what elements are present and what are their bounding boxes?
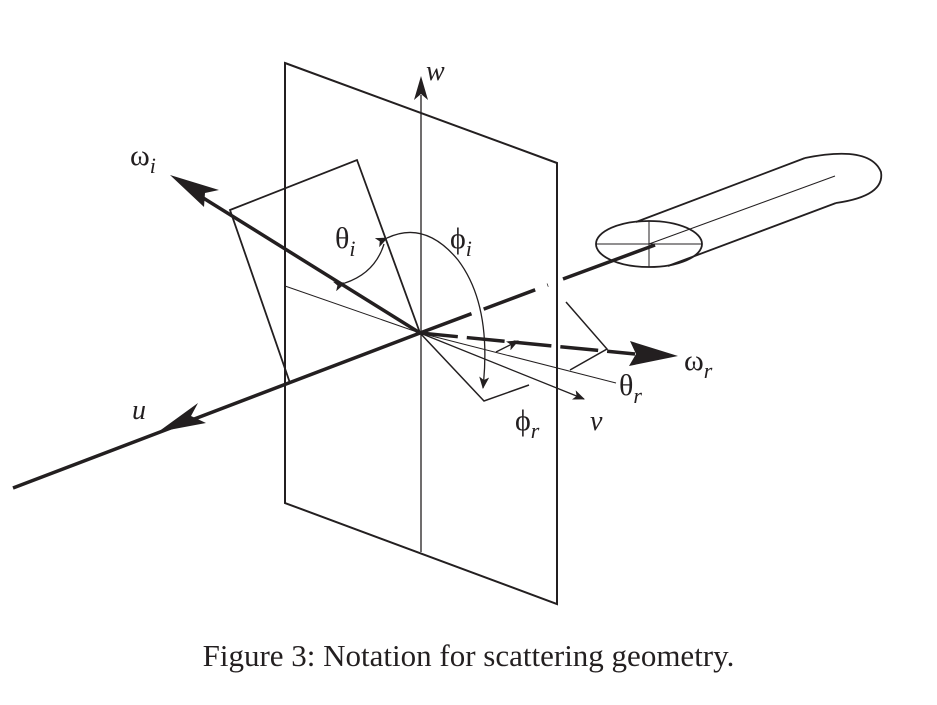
w-label: w [426, 56, 445, 87]
v-axis [419, 332, 585, 400]
theta-r-arc [495, 340, 519, 353]
u-axis-dashed-extension [419, 283, 549, 335]
figure-caption: Figure 3: Notation for scattering geomet… [202, 638, 735, 673]
omega-i-label: ωi [130, 139, 156, 178]
phi-i-label: ϕi [450, 222, 472, 261]
vertical-plane [284, 61, 558, 606]
u-axis-arrowhead [158, 403, 206, 432]
reflection-plane-right [565, 301, 609, 371]
u-axis [12, 331, 421, 490]
phi-r-label: ϕr [515, 404, 540, 443]
u-label: u [132, 395, 146, 426]
incidence-plane-projection [284, 285, 421, 334]
theta-r-label: θr [619, 369, 642, 408]
omega-r-projection-line [419, 332, 617, 384]
beam-center-line [562, 243, 656, 281]
w-axis-arrowhead [414, 76, 428, 100]
omega-i-vector [191, 189, 421, 335]
omega-r-label: ωr [684, 344, 713, 383]
omega-r-arrowhead [629, 341, 678, 366]
v-label: v [590, 406, 603, 437]
incidence-plane [228, 158, 422, 385]
omega-i-arrowhead [170, 175, 219, 207]
incident-beam-tube [595, 152, 883, 268]
theta-i-label: θi [335, 222, 356, 261]
phi-i-arc [374, 231, 490, 389]
